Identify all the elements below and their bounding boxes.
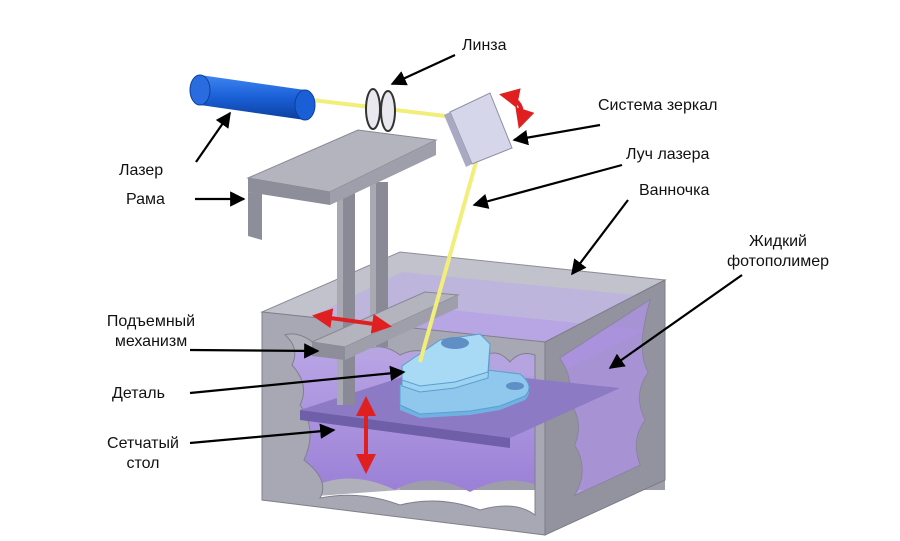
arrow-mesh-table [189, 423, 336, 445]
arrow-mirror-system [512, 123, 601, 146]
label-frame: Рама [126, 191, 165, 208]
label-part: Деталь [112, 385, 165, 402]
mirror [444, 92, 513, 167]
arrow-vat [571, 199, 629, 276]
arrow-laser [195, 111, 231, 163]
mirror-rotation-arrow [499, 88, 535, 129]
label-laser: Лазер [119, 162, 164, 179]
label-lens: Линза [462, 37, 507, 54]
label-laser-beam: Луч лазера [626, 146, 710, 163]
label-mesh-table: Сетчатый стол [107, 435, 179, 472]
arrow-part [189, 365, 406, 395]
arrow-photopolymer [608, 274, 743, 369]
laser [189, 74, 316, 121]
label-lifting-mechanism: Подъемный механизм [106, 313, 196, 350]
label-mirror-system: Система зеркал [598, 97, 718, 114]
printed-part [399, 333, 530, 418]
callout-arrows [189, 54, 743, 445]
arrow-lifting-mechanism [189, 343, 320, 359]
photopolymer-right-view [560, 300, 650, 495]
label-liquid-photopolymer: Жидкий фотополимер [726, 233, 830, 270]
part-hole [441, 337, 469, 349]
optics [189, 74, 535, 363]
arrow-lens [390, 54, 456, 86]
horizontal-movement-arrow [312, 308, 392, 334]
arrow-laser-beam [472, 163, 623, 209]
label-vat: Ванночка [639, 182, 710, 199]
lens [365, 88, 396, 132]
frame-assembly [246, 129, 460, 405]
frame-down-tab [248, 192, 262, 240]
mesh-table-edge [300, 410, 510, 448]
laser-beam [418, 154, 480, 363]
